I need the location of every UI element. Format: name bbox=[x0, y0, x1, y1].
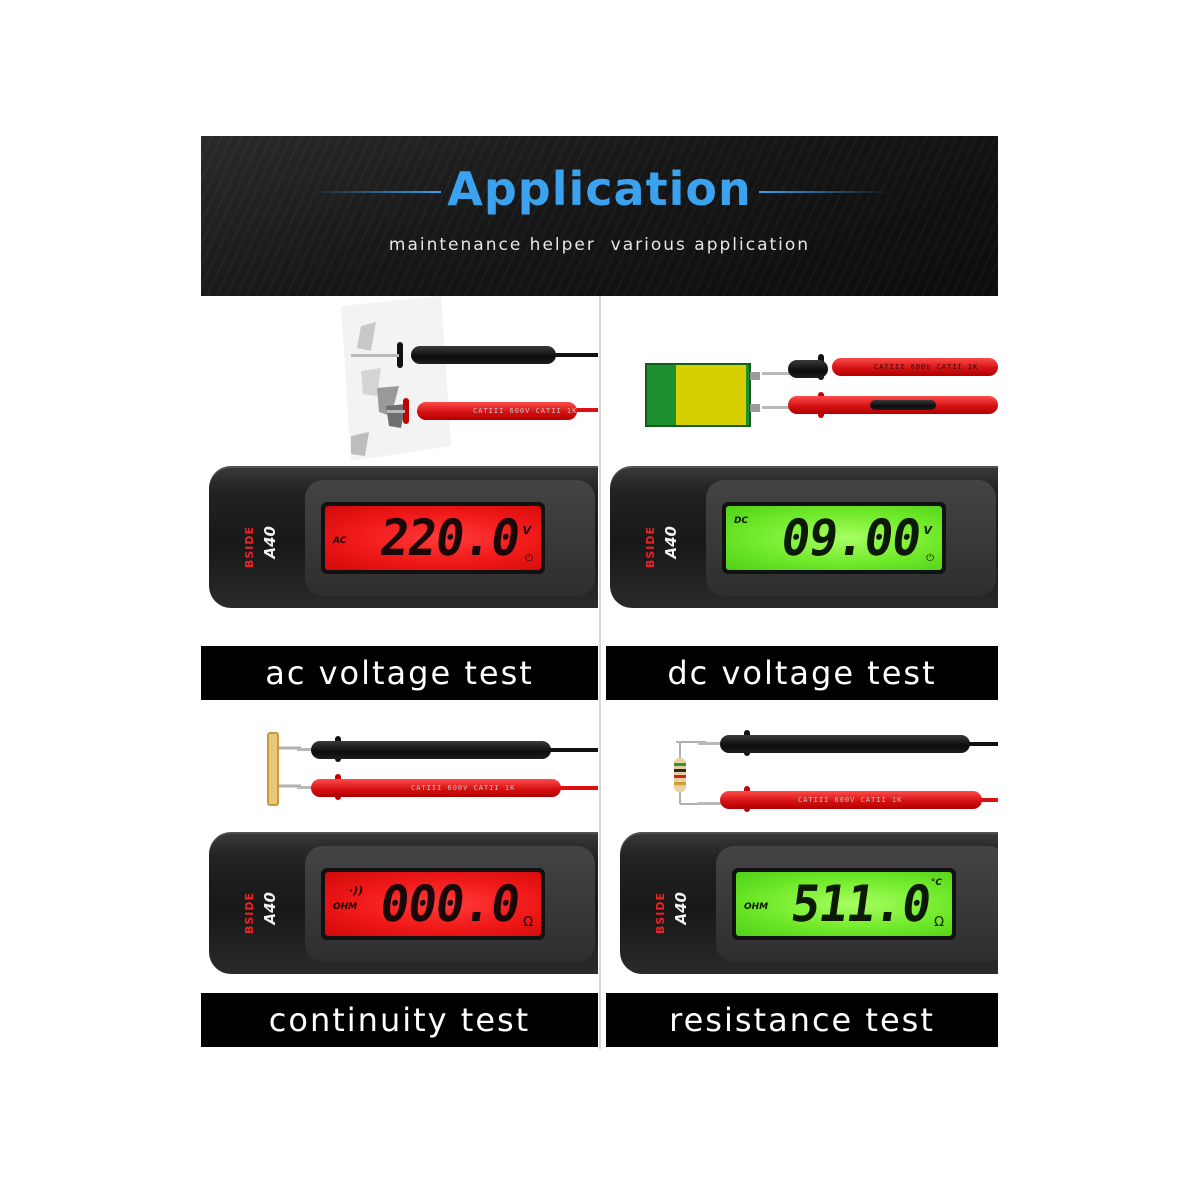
resistor-icon bbox=[674, 741, 706, 805]
header-title: Application bbox=[447, 162, 752, 216]
wall-socket-icon bbox=[341, 296, 451, 461]
brand-label: BSIDE bbox=[243, 892, 256, 935]
model-label: A40 bbox=[662, 526, 680, 559]
panel-resistance: CATIII 600V CATII 1K BSIDE A40 OHM 511.0… bbox=[602, 706, 998, 1049]
tester-body: BSIDE A40 AC 220.0 V ⏻ bbox=[209, 466, 598, 608]
lcd-reading: 511.0 bbox=[787, 875, 934, 933]
lcd-mode: OHM bbox=[744, 902, 769, 912]
black-test-lead bbox=[311, 741, 551, 759]
black-probe-tip bbox=[698, 742, 722, 745]
panel-ac-voltage: CATIII 600V CATII 1K BSIDE A40 AC 220.0 … bbox=[201, 296, 598, 700]
caption-continuity: continuity test bbox=[201, 993, 598, 1047]
black-probe-tip bbox=[351, 354, 399, 357]
red-test-lead bbox=[417, 402, 577, 420]
lcd-unit: V bbox=[522, 524, 531, 537]
tester-body: BSIDE A40 OHM 511.0 °C Ω bbox=[620, 832, 998, 974]
black-wire bbox=[551, 353, 598, 357]
lcd-unit: V bbox=[923, 524, 932, 537]
power-icon: ⏻ bbox=[926, 553, 934, 564]
header-subtitle: maintenance helper various application bbox=[388, 235, 811, 255]
brand-label: BSIDE bbox=[243, 526, 256, 569]
lcd-reading: 000.0 bbox=[376, 875, 523, 933]
black-probe-tip bbox=[762, 372, 790, 375]
continuity-buzzer-icon: ·)) bbox=[349, 884, 364, 897]
red-probe-tip bbox=[387, 410, 405, 413]
tester-body: BSIDE A40 ·)) OHM 000.0 Ω bbox=[209, 832, 598, 974]
red-probe-tip bbox=[762, 406, 790, 409]
lead-rating-text: CATIII 600V CATII 1K bbox=[798, 796, 903, 804]
red-test-lead bbox=[311, 779, 561, 797]
lcd-reading: 220.0 bbox=[376, 509, 523, 567]
title-rule-left bbox=[311, 191, 441, 193]
red-test-lead bbox=[720, 791, 982, 809]
red-lead-sleeve bbox=[832, 358, 998, 376]
red-wire bbox=[559, 786, 598, 790]
model-label: A40 bbox=[672, 892, 690, 925]
brand-label: BSIDE bbox=[644, 526, 657, 569]
black-lead-guard bbox=[397, 342, 403, 368]
model-label: A40 bbox=[261, 892, 279, 925]
black-wire bbox=[549, 748, 598, 752]
lead-rating-text: CATIII 600V CATII 1K bbox=[874, 363, 979, 371]
ohm-icon: Ω bbox=[934, 915, 944, 930]
black-test-lead bbox=[720, 735, 970, 753]
battery-icon bbox=[645, 363, 760, 427]
lcd-display: OHM 511.0 °C Ω bbox=[736, 872, 952, 936]
lcd-display: ·)) OHM 000.0 Ω bbox=[325, 872, 541, 936]
black-test-lead bbox=[788, 360, 828, 378]
application-header: Application maintenance helper various a… bbox=[201, 136, 998, 296]
lcd-display: AC 220.0 V ⏻ bbox=[325, 506, 541, 570]
red-lead-grip bbox=[870, 400, 936, 410]
red-wire bbox=[980, 798, 998, 802]
power-icon: ⏻ bbox=[525, 553, 533, 564]
model-label: A40 bbox=[261, 526, 279, 559]
black-test-lead bbox=[411, 346, 556, 364]
fuse-icon bbox=[267, 732, 301, 806]
lcd-mode: AC bbox=[333, 536, 347, 546]
caption-ac-voltage: ac voltage test bbox=[201, 646, 598, 700]
caption-dc-voltage: dc voltage test bbox=[606, 646, 998, 700]
panel-dc-voltage: CATIII 600V CATII 1K BSIDE A40 DC 09.00 … bbox=[602, 296, 998, 700]
brand-label: BSIDE bbox=[654, 892, 667, 935]
lcd-mode: OHM bbox=[333, 902, 358, 912]
lcd-reading: 09.00 bbox=[777, 509, 924, 567]
red-probe-tip bbox=[698, 802, 722, 805]
panel-divider bbox=[598, 296, 602, 1049]
title-rule-right bbox=[759, 191, 889, 193]
ohm-icon: Ω bbox=[523, 915, 533, 930]
caption-resistance: resistance test bbox=[606, 993, 998, 1047]
red-wire bbox=[571, 408, 598, 412]
red-lead-guard bbox=[403, 398, 409, 424]
temperature-unit: °C bbox=[930, 878, 942, 888]
tester-body: BSIDE A40 DC 09.00 V ⏻ bbox=[610, 466, 998, 608]
lead-rating-text: CATIII 600V CATII 1K bbox=[473, 407, 578, 415]
lead-rating-text: CATIII 600V CATII 1K bbox=[411, 784, 516, 792]
lcd-mode: DC bbox=[734, 516, 749, 526]
lcd-display: DC 09.00 V ⏻ bbox=[726, 506, 942, 570]
black-wire bbox=[968, 742, 998, 746]
panel-continuity: CATIII 600V CATII 1K BSIDE A40 ·)) OHM 0… bbox=[201, 706, 598, 1049]
